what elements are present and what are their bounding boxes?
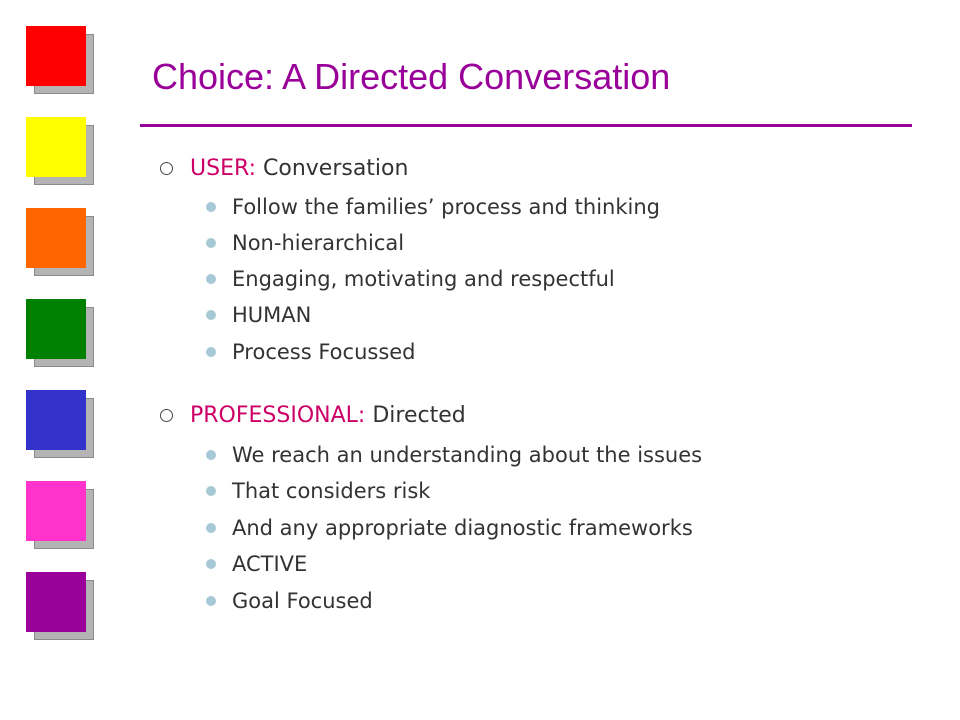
dot-bullet-icon bbox=[206, 274, 216, 284]
bullet-text: Goal Focused bbox=[232, 589, 373, 613]
bullet-text: We reach an understanding about the issu… bbox=[232, 443, 703, 467]
section-role-label: USER: bbox=[190, 156, 256, 181]
dot-bullet-icon bbox=[206, 486, 216, 496]
dot-bullet-icon bbox=[206, 596, 216, 606]
bullet-text: That considers risk bbox=[232, 479, 431, 503]
dot-bullet-icon bbox=[206, 559, 216, 569]
bullet-text: ACTIVE bbox=[232, 552, 308, 576]
hollow-circle-bullet-icon bbox=[160, 409, 173, 422]
section-role-label: PROFESSIONAL: bbox=[190, 403, 366, 428]
decor-square-yellow bbox=[26, 117, 94, 185]
bullet-text: And any appropriate diagnostic framework… bbox=[232, 516, 693, 540]
decor-square-purple bbox=[26, 572, 94, 640]
decor-square-red bbox=[26, 26, 94, 94]
title-underline bbox=[140, 124, 912, 127]
bullet-text: Non-hierarchical bbox=[232, 231, 405, 255]
decor-square-blue bbox=[26, 390, 94, 458]
bullet-text: Engaging, motivating and respectful bbox=[232, 267, 615, 291]
decorative-squares bbox=[0, 0, 120, 720]
dot-bullet-icon bbox=[206, 450, 216, 460]
section-heading-text: Directed bbox=[365, 403, 466, 428]
slide-title: Choice: A Directed Conversation bbox=[152, 56, 671, 97]
decor-square-green bbox=[26, 299, 94, 367]
dot-bullet-icon bbox=[206, 347, 216, 357]
dot-bullet-icon bbox=[206, 310, 216, 320]
decor-square-pink bbox=[26, 481, 94, 549]
hollow-circle-bullet-icon bbox=[160, 162, 173, 175]
section-heading-text: Conversation bbox=[256, 156, 409, 181]
bullet-text: Process Focussed bbox=[232, 340, 416, 364]
bullet-text: HUMAN bbox=[232, 303, 312, 327]
dot-bullet-icon bbox=[206, 523, 216, 533]
dot-bullet-icon bbox=[206, 202, 216, 212]
decor-square-orange bbox=[26, 208, 94, 276]
dot-bullet-icon bbox=[206, 238, 216, 248]
bullet-text: Follow the families’ process and thinkin… bbox=[232, 195, 660, 219]
